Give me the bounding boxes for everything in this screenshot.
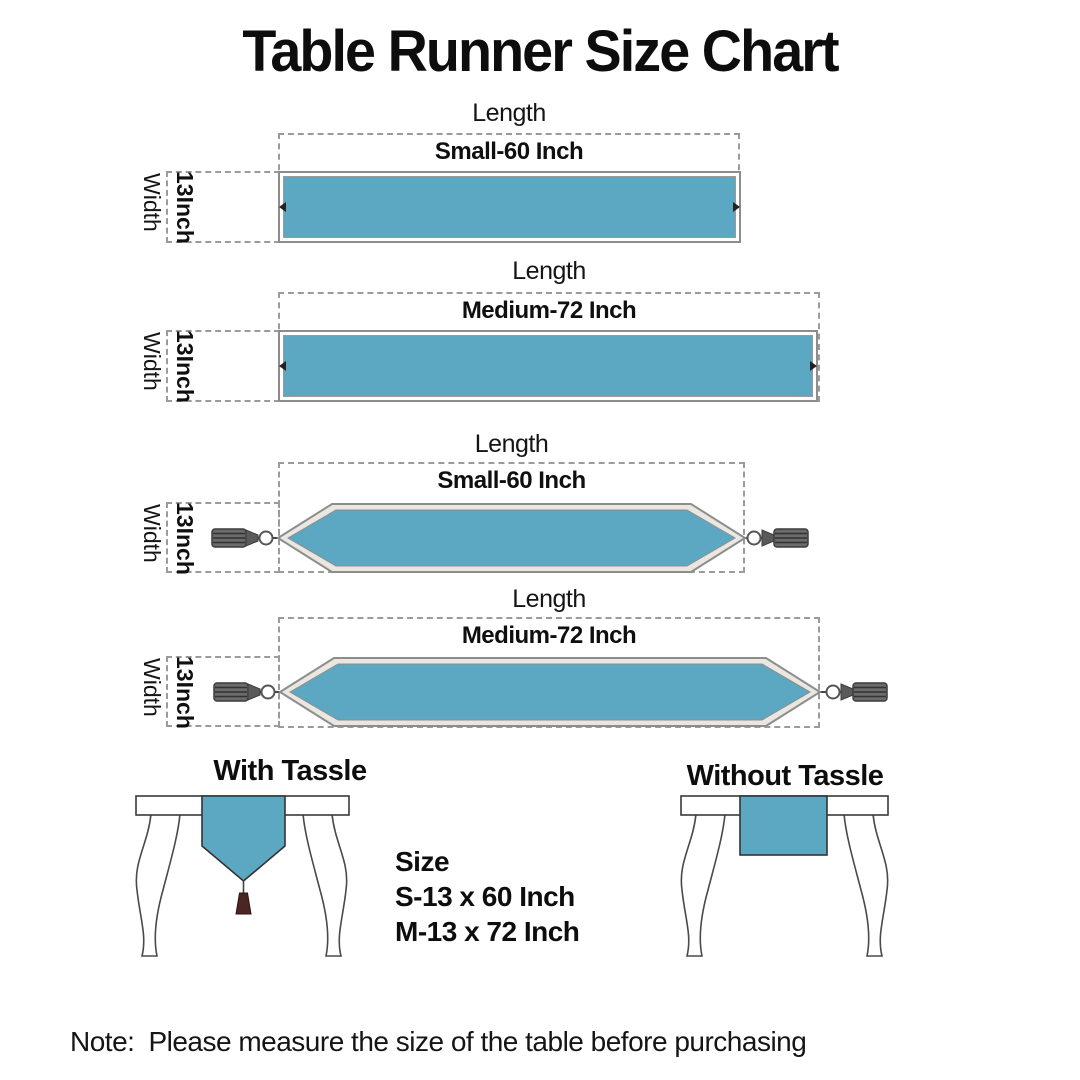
runner-plain <box>739 795 828 856</box>
width-value-label: 13Inch <box>172 330 198 403</box>
note: Note: Please measure the size of the tabl… <box>70 1026 807 1058</box>
without-tassle-heading: Without Tassle <box>686 760 884 792</box>
runner-rectangle <box>278 330 818 402</box>
runner-fabric <box>287 509 736 567</box>
length-dimension-box: Medium-72 Inch <box>278 292 820 402</box>
size-label: Small-60 Inch <box>437 467 586 494</box>
tassel-right-icon <box>820 682 888 702</box>
table-legs <box>680 813 889 957</box>
size-label: Small-60 Inch <box>434 138 584 165</box>
page-title: Table Runner Size Chart <box>242 19 839 84</box>
width-label: Width <box>139 173 165 232</box>
note-text: Please measure the size of the table bef… <box>148 1026 807 1057</box>
length-label: Length <box>512 257 586 285</box>
dimension-arrow-left <box>279 361 286 371</box>
size-line-medium: M-13 x 72 Inch <box>395 916 580 947</box>
width-label: Width <box>139 658 165 717</box>
pointed-runner-graphic <box>211 503 809 573</box>
table-with-tassle-graphic <box>135 795 350 957</box>
runner-fabric <box>289 663 811 721</box>
tassel-right-icon <box>745 528 809 548</box>
runner-fabric <box>283 176 736 238</box>
size-summary: Size S-13 x 60 Inch M-13 x 72 Inch <box>395 844 580 949</box>
width-value-label: 13Inch <box>172 656 198 729</box>
dimension-arrow-right <box>810 361 817 371</box>
runner-with-point <box>201 795 286 883</box>
pointed-runner-graphic <box>213 657 888 727</box>
size-heading: Size <box>395 846 450 877</box>
width-value-label: 13Inch <box>172 171 198 244</box>
tassel-left-icon <box>211 528 278 548</box>
table-without-tassle-graphic <box>680 795 889 957</box>
with-tassle-heading: With Tassle <box>213 755 367 787</box>
length-label: Length <box>472 99 546 127</box>
size-label: Medium-72 Inch <box>461 622 637 649</box>
note-label: Note: <box>70 1026 135 1057</box>
runner-rectangle <box>278 171 741 243</box>
dimension-arrow-left <box>279 202 286 212</box>
width-value-label: 13Inch <box>172 502 198 575</box>
hanging-tassel-icon <box>235 892 252 915</box>
table-legs <box>135 813 348 957</box>
width-label: Width <box>139 332 165 391</box>
size-label: Medium-72 Inch <box>461 297 637 324</box>
width-label: Width <box>139 504 165 563</box>
tassel-left-icon <box>213 682 280 702</box>
runner-fabric <box>283 335 813 397</box>
size-line-small: S-13 x 60 Inch <box>395 881 575 912</box>
length-label: Length <box>512 585 586 613</box>
length-label: Length <box>474 430 549 458</box>
dimension-arrow-right <box>733 202 740 212</box>
